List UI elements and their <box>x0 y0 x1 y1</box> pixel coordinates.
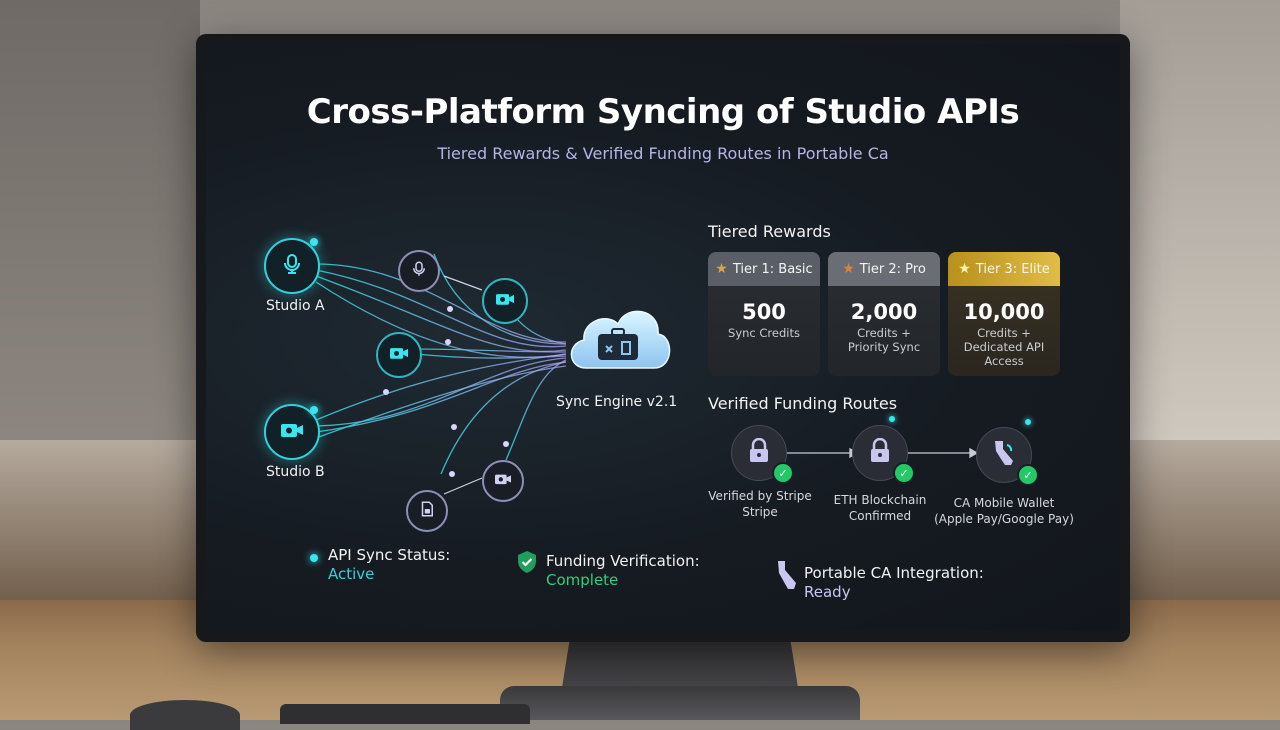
api-status-dot <box>310 554 318 562</box>
secure-file-icon <box>418 500 436 522</box>
tier-header: ★ Tier 3: Elite <box>948 252 1060 286</box>
status-dot <box>310 238 318 246</box>
portable-ca-status: Portable CA Integration: Ready <box>804 564 984 602</box>
mic-relay-node[interactable] <box>398 250 440 292</box>
california-map-icon <box>776 560 798 594</box>
route-label-line: CA Mobile Wallet <box>953 496 1055 510</box>
route-label-line: Confirmed <box>848 509 912 523</box>
route-label-line: Verified by Stripe <box>708 489 812 503</box>
status-value: Complete <box>546 571 619 589</box>
sync-network-diagram: Studio A Studio B <box>206 194 686 532</box>
tier-header: ★ Tier 1: Basic <box>708 252 820 286</box>
tier-card-elite[interactable]: ★ Tier 3: Elite 10,000 Credits + Dedicat… <box>948 252 1060 376</box>
tier-name: Tier 3: Elite <box>975 261 1050 277</box>
lock-relay-node[interactable] <box>406 490 448 532</box>
lock-icon <box>747 437 771 468</box>
studio-a-node[interactable] <box>264 238 320 294</box>
tier-desc-line: Sync Credits <box>728 326 800 340</box>
api-sync-status: API Sync Status: Active <box>328 546 450 584</box>
studio-b-label: Studio B <box>266 464 325 480</box>
monitor-base <box>500 686 860 720</box>
tier-description: Sync Credits <box>708 326 820 340</box>
tier-desc-line: Credits + <box>857 326 911 340</box>
cloud-icon <box>570 310 671 369</box>
rewards-section-title: Tiered Rewards <box>708 222 831 241</box>
camera-icon <box>279 419 305 445</box>
eth-route-node[interactable]: ✓ <box>852 425 915 484</box>
tier-amount: 500 <box>742 300 786 324</box>
ca-wallet-route-label: CA Mobile Wallet (Apple Pay/Google Pay) <box>926 495 1082 527</box>
connection-lines <box>315 253 567 495</box>
route-label-line: ETH Blockchain <box>833 493 927 507</box>
tier-card-basic[interactable]: ★ Tier 1: Basic 500 Sync Credits <box>708 252 820 376</box>
star-icon: ★ <box>715 261 728 277</box>
check-icon: ✓ <box>772 462 794 484</box>
tier-header: ★ Tier 2: Pro <box>828 252 940 286</box>
sync-engine-label: Sync Engine v2.1 <box>556 394 678 410</box>
star-icon: ★ <box>958 261 971 277</box>
star-icon: ★ <box>842 261 855 277</box>
status-dot <box>310 406 318 414</box>
tier-desc-line: Dedicated API <box>963 340 1045 354</box>
tier-card-pro[interactable]: ★ Tier 2: Pro 2,000 Credits + Priority S… <box>828 252 940 376</box>
camera-output-node-2[interactable] <box>482 460 524 502</box>
sync-engine-cloud[interactable] <box>562 298 674 376</box>
monitor: Cross-Platform Syncing of Studio APIs Ti… <box>196 34 1130 642</box>
lock-icon <box>868 437 892 468</box>
stripe-route-node[interactable]: ✓ <box>731 425 794 484</box>
studio-b-node[interactable] <box>264 404 320 460</box>
status-label: API Sync Status: <box>328 546 451 564</box>
tier-desc-line: Credits + <box>977 326 1031 340</box>
studio-a-label: Studio A <box>266 298 325 314</box>
background-wall-right <box>1120 0 1280 440</box>
camera-output-node[interactable] <box>482 278 528 324</box>
page-title: Cross-Platform Syncing of Studio APIs <box>306 92 1020 132</box>
camera-relay-node[interactable] <box>376 332 422 378</box>
microphone-icon <box>410 260 428 282</box>
check-icon: ✓ <box>1017 464 1039 486</box>
sparkle-icon <box>889 416 895 422</box>
dashboard-screen: Cross-Platform Syncing of Studio APIs Ti… <box>206 44 1120 630</box>
shield-check-icon <box>516 550 538 578</box>
tier-description: Credits + Priority Sync <box>828 326 940 354</box>
tier-desc-line: Priority Sync <box>847 340 921 354</box>
check-icon: ✓ <box>893 462 915 484</box>
status-label: Portable CA Integration: <box>804 564 984 582</box>
tier-description: Credits + Dedicated API Access <box>948 326 1060 368</box>
route-label-line: (Apple Pay/Google Pay) <box>934 512 1074 526</box>
status-value: Active <box>328 565 375 583</box>
page-subtitle: Tiered Rewards & Verified Funding Routes… <box>437 144 889 163</box>
keyboard <box>280 704 530 724</box>
funding-section-title: Verified Funding Routes <box>708 394 898 413</box>
funding-verification-status: Funding Verification: Complete <box>546 552 700 590</box>
tier-name: Tier 2: Pro <box>859 261 926 277</box>
status-label: Funding Verification: <box>546 552 700 570</box>
stripe-route-label: Verified by Stripe Stripe <box>701 488 819 520</box>
route-label-line: Stripe <box>742 505 778 519</box>
tier-name: Tier 1: Basic <box>732 261 813 277</box>
mouse <box>130 700 240 730</box>
tier-desc-line: Access <box>984 354 1024 368</box>
ca-wallet-route-node[interactable]: ✓ <box>976 427 1039 486</box>
microphone-icon <box>280 252 304 280</box>
route-arrows <box>786 447 979 459</box>
camera-icon <box>388 344 410 366</box>
camera-icon <box>493 471 513 491</box>
california-map-icon <box>991 439 1017 471</box>
tier-amount: 2,000 <box>850 300 918 324</box>
status-value: Ready <box>804 583 851 601</box>
tier-amount: 10,000 <box>963 300 1045 324</box>
sparkle-icon <box>1025 419 1031 425</box>
camera-icon <box>494 290 516 312</box>
eth-route-label: ETH Blockchain Confirmed <box>820 492 940 524</box>
background-wall-left <box>0 0 200 440</box>
